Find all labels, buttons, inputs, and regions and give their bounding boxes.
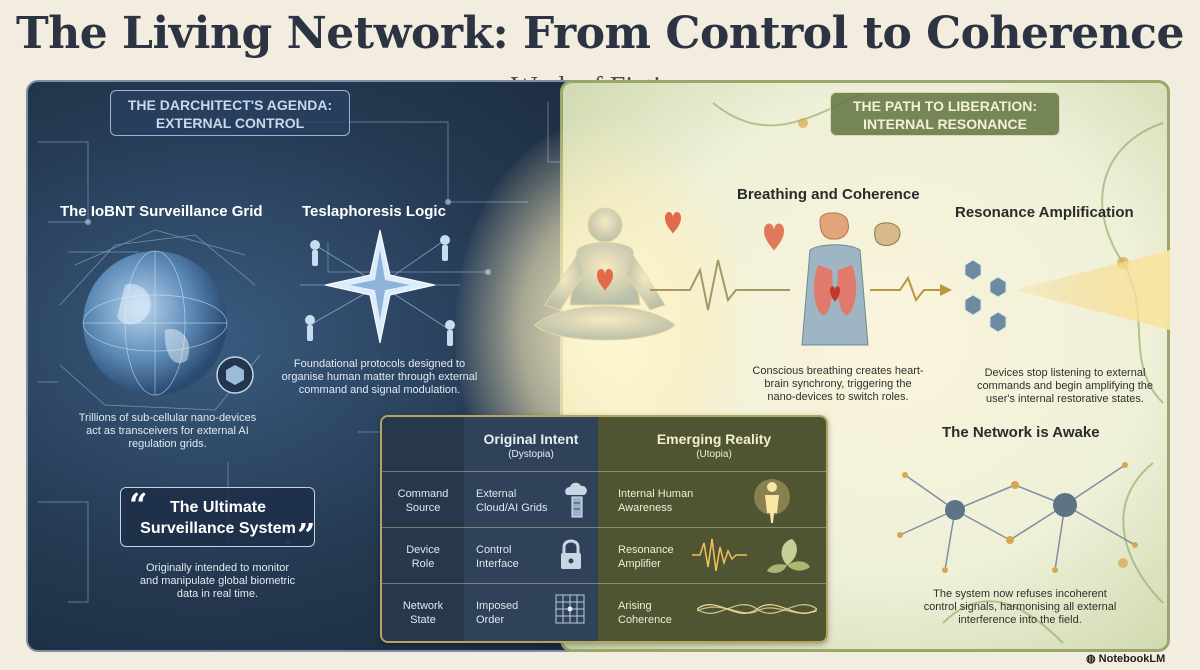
table-header-reality: Emerging Reality (Utopia) bbox=[656, 431, 772, 460]
heart-icon bbox=[665, 212, 681, 234]
waveform-leaf-icon bbox=[692, 538, 810, 573]
network-awake-description: The system now refuses incoherent contro… bbox=[923, 588, 1117, 626]
comparison-table: Original Intent (Dystopia) Emerging Real… bbox=[380, 415, 828, 643]
glowing-human-icon bbox=[754, 479, 790, 523]
teslaphoresis-description: Foundational protocols designed to organ… bbox=[281, 358, 478, 396]
control-section-header: THE DARCHITECT'S AGENDA: EXTERNAL CONTRO… bbox=[110, 90, 350, 136]
resonance-title: Resonance Amplification bbox=[955, 204, 1134, 221]
meditating-figure-icon bbox=[534, 207, 676, 341]
teslaphoresis-title: Teslaphoresis Logic bbox=[302, 203, 446, 220]
surveillance-description: Originally intended to monitor and manip… bbox=[139, 562, 296, 600]
lock-icon bbox=[561, 539, 581, 569]
liberation-section-header: THE PATH TO LIBERATION: INTERNAL RESONAN… bbox=[830, 92, 1060, 136]
notebooklm-logo-icon: ◍ bbox=[1086, 653, 1096, 665]
resonance-description: Devices stop listening to external comma… bbox=[976, 367, 1154, 405]
notebooklm-badge: ◍ NotebookLM bbox=[1086, 653, 1166, 665]
star-network-icon bbox=[300, 229, 460, 346]
globe-icon bbox=[59, 229, 261, 411]
close-quote-icon: ” bbox=[297, 516, 316, 554]
heartbeat-wave bbox=[650, 212, 952, 311]
body-lungs-icon bbox=[764, 212, 901, 346]
grid-icon bbox=[555, 594, 585, 624]
iobnt-title: The IoBNT Surveillance Grid bbox=[60, 203, 263, 220]
heart-icon bbox=[597, 269, 613, 291]
page-title: The Living Network: From Control to Cohe… bbox=[16, 8, 1184, 59]
table-header-intent: Original Intent (Dystopia) bbox=[483, 431, 579, 460]
iobnt-description: Trillions of sub-cellular nano-devices a… bbox=[78, 412, 257, 450]
cloud-server-icon bbox=[565, 482, 587, 518]
open-quote-icon: “ bbox=[129, 486, 148, 524]
hexagon-amplifier-icon bbox=[964, 250, 1170, 333]
network-awake-title: The Network is Awake bbox=[942, 424, 1100, 441]
breathing-title: Breathing and Coherence bbox=[737, 186, 920, 203]
breathing-description: Conscious breathing creates heart- brain… bbox=[752, 365, 924, 403]
neuron-network-icon bbox=[897, 462, 1138, 573]
surveillance-quote: “ The Ultimate Surveillance System ” bbox=[120, 486, 315, 554]
coherence-waves-icon bbox=[697, 604, 817, 614]
